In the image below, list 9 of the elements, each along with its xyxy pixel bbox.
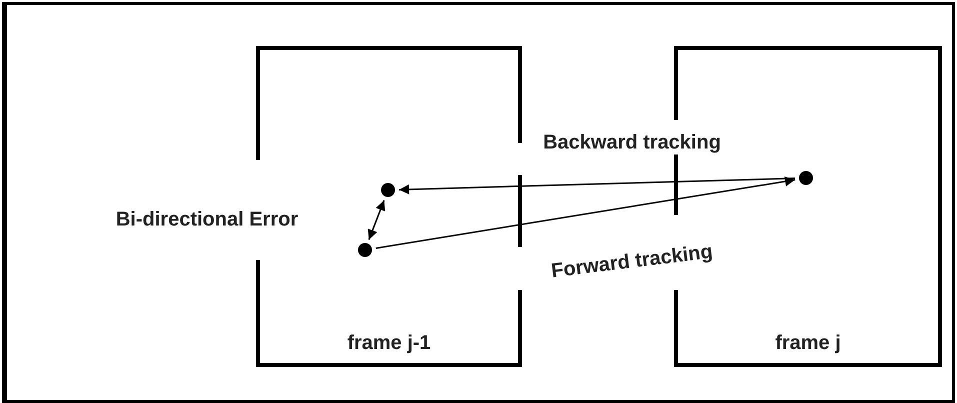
arrow [398,178,796,194]
point-marker [799,171,813,185]
point-marker [358,243,372,257]
frame-label: frame j-1 [347,332,431,355]
arrow [376,176,796,249]
point-marker [381,183,395,197]
frame-label: frame j [775,332,841,355]
double-arrow [368,200,386,240]
edge-label: Backward tracking [541,132,723,154]
